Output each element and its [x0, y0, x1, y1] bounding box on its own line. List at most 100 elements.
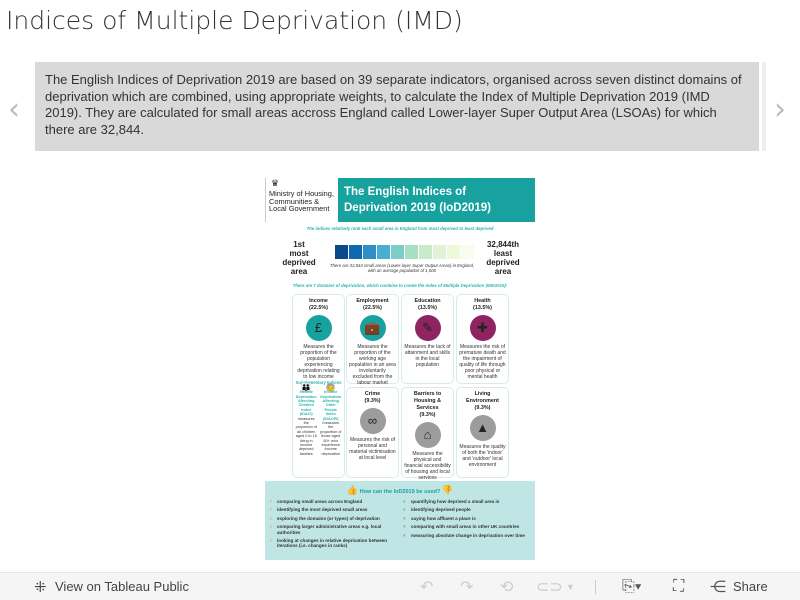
domain-name: Crime — [364, 391, 381, 397]
domain-name: Employment — [356, 298, 389, 304]
tree-icon: ▲ — [469, 415, 496, 441]
notebook-icon: ✎ — [414, 315, 441, 341]
check-icon: ✓ — [269, 515, 273, 521]
supplementary-title: Supplementary Indices — [295, 380, 342, 385]
dont-item: ×saying how affluent a place is — [403, 516, 531, 521]
do-item: ✓identifying the most deprived small are… — [269, 507, 397, 512]
domains-intro: There are 7 domains of deprivation, whic… — [292, 283, 508, 288]
domain-weight: (9.3%) — [474, 405, 491, 411]
check-icon: ✓ — [269, 499, 273, 504]
deprivation-scale — [335, 245, 475, 259]
scale-swatch — [335, 245, 348, 259]
domain-weight: (22.5%) — [363, 305, 382, 311]
mhclg-logo: ♛ Ministry of Housing, Communities & Loc… — [265, 178, 337, 222]
scale-swatch — [461, 245, 474, 259]
handcuffs-icon: ∞ — [359, 408, 386, 434]
dont-text: measuring absolute change in deprivation… — [411, 532, 525, 538]
do-list: ✓comparing small areas across England ✓id… — [269, 499, 397, 552]
most-rank: 1st — [293, 240, 305, 249]
domain-desc: Measures the proportion of the working a… — [349, 344, 396, 386]
redo-icon[interactable]: ↷ — [460, 578, 474, 596]
uses-question: How can the IoD2019 be used? — [359, 489, 441, 495]
share-icon[interactable]: ⋲ — [710, 578, 726, 596]
scale-swatch — [349, 245, 362, 259]
previous-story-point-button[interactable]: ‹ — [8, 92, 20, 127]
do-text: comparing larger administrative areas e.… — [277, 524, 382, 535]
briefcase-icon: 💼 — [359, 315, 386, 341]
domain-name: Living Environment — [466, 391, 499, 404]
dont-text: saying how affluent a place is — [411, 515, 476, 521]
scale-swatch — [363, 245, 376, 259]
domain-desc: Measures the proportion of the populatio… — [297, 344, 340, 380]
tableau-logo-icon: ⁜ — [34, 578, 47, 596]
revert-icon[interactable]: ⟲ — [500, 578, 514, 596]
dont-item: × measuring absolute change in deprivatio… — [403, 533, 531, 538]
cross-icon: × — [403, 499, 406, 504]
least-rank: 32,844th — [486, 240, 520, 249]
scale-swatch — [433, 245, 446, 259]
org-name: Ministry of Housing, Communities & Local… — [269, 189, 334, 214]
domain-desc: Measures the risk of premature death and… — [459, 344, 506, 380]
dont-item: × quantifying how deprived a small area i… — [403, 499, 531, 504]
cross-icon: × — [403, 507, 406, 513]
domain-card-living-environment: Living Environment(9.3%) ▲ Measures the qu… — [456, 387, 509, 478]
domain-weight: (13.5%) — [418, 305, 437, 311]
domain-desc: Measures the risk of personal and materi… — [349, 437, 396, 461]
domain-weight: (22.5%) — [309, 305, 328, 311]
idaci-desc: measures the proportion of all children … — [295, 416, 317, 456]
house-icon: ⌂ — [414, 422, 441, 448]
share-button[interactable]: Share — [733, 579, 768, 594]
refresh-icon[interactable]: ⊂⊃ — [536, 578, 563, 596]
refresh-dropdown-icon[interactable]: ▼ — [566, 581, 575, 592]
domain-name: Health — [474, 298, 491, 304]
most-text: most deprived area — [282, 249, 316, 276]
domain-weight: (13.5%) — [473, 305, 492, 311]
dont-item: × identifying deprived people — [403, 507, 531, 512]
fullscreen-icon[interactable]: ⛶ — [673, 577, 685, 595]
scale-swatch — [419, 245, 432, 259]
toolbar-divider — [595, 579, 596, 594]
scale-swatch — [391, 245, 404, 259]
domain-desc: Measures the quality of both the 'indoor… — [459, 444, 506, 468]
view-on-tableau-public-link[interactable]: View on Tableau Public — [55, 579, 189, 594]
domain-card-income: Income (22.5%) £ Measures the proportion… — [292, 294, 345, 478]
cross-icon: ✚ — [469, 315, 496, 341]
tableau-toolbar: ⁜ View on Tableau Public ↶ ↷ ⟲ ⊂⊃ ▼ ⎘▾ ⛶… — [0, 572, 800, 600]
scale-swatch — [405, 245, 418, 259]
do-text: looking at changes in relative deprivati… — [277, 538, 388, 549]
domain-card-barriers-to-housing-services: Barriers to Housing & Services(9.3%)⌂Mea… — [401, 387, 454, 481]
download-icon[interactable]: ⎘▾ — [622, 577, 642, 595]
domain-card-health: Health(13.5%) ✚ Measures the risk of prema… — [456, 294, 509, 384]
domain-desc: Measures the lack of attainment and skil… — [404, 344, 451, 368]
domain-card-education: Education(13.5%)✎Measures the lack of at… — [401, 294, 454, 384]
scale-swatch — [447, 245, 460, 259]
check-icon: ✓ — [269, 507, 273, 513]
cross-icon: × — [403, 524, 406, 530]
least-deprived-label: 32,844th least deprived area — [479, 240, 527, 276]
domain-card-employment: Employment(22.5%) 💼 Measures the proportio… — [346, 294, 399, 386]
check-icon: ✓ — [269, 538, 273, 544]
cross-icon: × — [403, 532, 406, 538]
infographic-heading: The English Indices of Deprivation 2019 … — [338, 178, 535, 222]
scale-swatch — [377, 245, 390, 259]
dont-item: × comparing with small areas in other UK … — [403, 524, 531, 529]
check-icon: ✓ — [269, 524, 273, 530]
domain-name: Income — [309, 298, 328, 304]
dont-text: quantifying how deprived a small area is — [411, 499, 500, 504]
caption-scroll-edge — [762, 62, 766, 151]
dont-text: identifying deprived people — [411, 507, 471, 513]
undo-icon[interactable]: ↶ — [420, 578, 434, 596]
iod2019-infographic: ♛ Ministry of Housing, Communities & Loc… — [265, 178, 535, 560]
do-item: ✓comparing small areas across England — [269, 499, 397, 504]
do-item: ✓ looking at changes in relative deprivat… — [269, 538, 397, 549]
thumbs-down-icon: 👎 — [441, 485, 454, 495]
scale-note: There are 32,844 small areas (Lower-laye… — [329, 263, 475, 273]
dont-text: comparing with small areas in other UK c… — [411, 524, 520, 530]
uses-panel: 👍 How can the IoD2019 be used? 👎 ✓compar… — [265, 481, 535, 560]
money-bag-icon: £ — [305, 315, 332, 341]
elderly-icon: 🧓 — [325, 382, 336, 392]
story-caption[interactable]: The English Indices of Deprivation 2019 … — [35, 62, 759, 151]
domain-name: Barriers to Housing & Services — [413, 391, 442, 411]
next-story-point-button[interactable]: › — [774, 92, 786, 127]
thumbs-up-icon: 👍 — [346, 485, 359, 495]
